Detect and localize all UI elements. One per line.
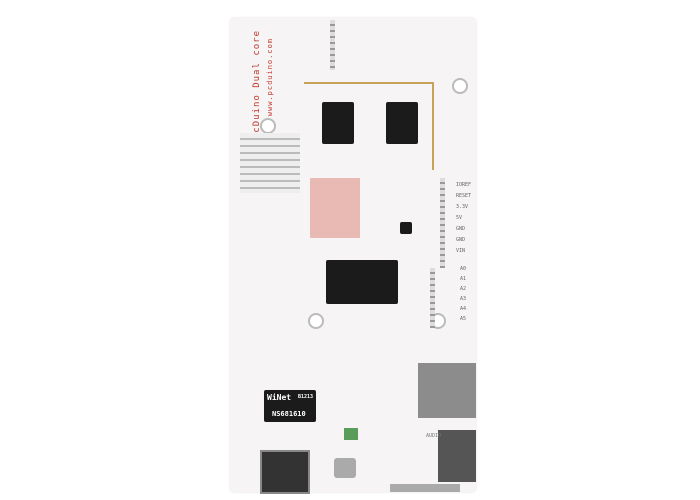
pin-label: IOREF (456, 182, 472, 188)
pin-header (240, 133, 300, 193)
pin-label: RESET (456, 193, 472, 199)
magnetics-brand: WiNet (267, 393, 292, 402)
pin-label: A5 (460, 316, 467, 322)
audio-label: AUDIO (426, 433, 442, 439)
soc-area (310, 178, 360, 238)
magnetics-date: B1213 (298, 394, 314, 400)
pcduino-board: pcDuino Dual core www.pcduino.com IOREF … (230, 18, 476, 494)
pin-label: 3.3V (456, 204, 469, 210)
pin-label: VIN (456, 248, 466, 254)
ethernet-port (260, 450, 310, 494)
usb-connector (390, 484, 460, 492)
ram-chip (322, 102, 354, 144)
pin-header (330, 20, 335, 70)
pin-label: 5V (456, 215, 463, 221)
pin-label: A0 (460, 266, 467, 272)
analog-header-labels: A0 A1 A2 A3 A4 A5 (460, 264, 466, 324)
nand-flash-chip (326, 260, 398, 304)
small-ic (400, 222, 412, 234)
pin-label: GND (456, 237, 466, 243)
mount-hole (308, 313, 324, 329)
pin-label: A3 (460, 296, 467, 302)
ethernet-magnetics: WiNet B1213 NS681610 (264, 390, 316, 422)
magnetics-part: NS681610 (272, 410, 306, 418)
gold-trace (304, 82, 434, 170)
pin-header (440, 178, 445, 268)
pin-label: A4 (460, 306, 467, 312)
mount-hole (260, 118, 276, 134)
mount-hole (452, 78, 468, 94)
pin-label: A2 (460, 286, 467, 292)
pin-header (430, 268, 435, 328)
power-header-labels: IOREF RESET 3.3V 5V GND GND VIN (456, 180, 471, 257)
green-component (344, 428, 358, 440)
audio-jack (438, 430, 476, 482)
sd-card-slot (418, 363, 476, 418)
board-url: www.pcduino.com (266, 38, 274, 117)
pin-label: A1 (460, 276, 467, 282)
micro-usb-port (334, 458, 356, 478)
pin-label: GND (456, 226, 466, 232)
ram-chip (386, 102, 418, 144)
